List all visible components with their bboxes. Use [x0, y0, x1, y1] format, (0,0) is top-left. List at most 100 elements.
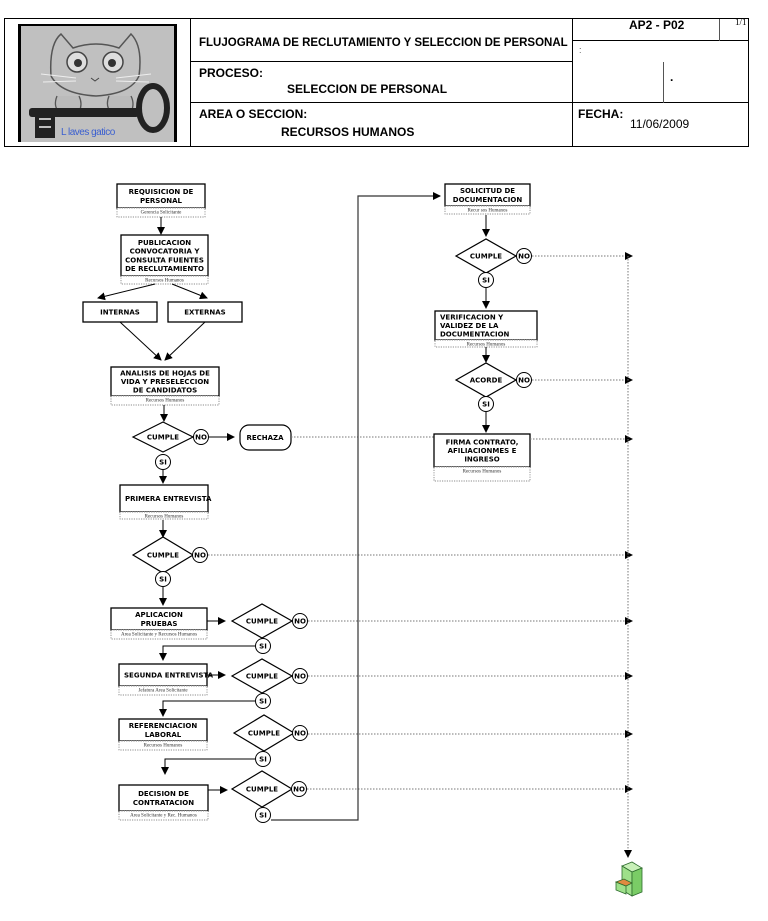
- no-connector-label: NO: [195, 434, 207, 442]
- process-box-label: DE RECLUTAMIENTO: [125, 265, 204, 273]
- yes-connector-label: SI: [259, 756, 267, 764]
- document-code: AP2 - P02: [629, 18, 685, 32]
- connector-circle: [192, 547, 208, 563]
- process-box-label: APLICACION: [135, 611, 183, 619]
- responsible-label: Recursos Humanos: [145, 515, 184, 520]
- yes-connector: SI: [155, 571, 171, 587]
- process-box: [118, 784, 209, 812]
- no-connector-label: NO: [518, 253, 530, 261]
- logo-cell: L laves gatico: [5, 19, 191, 146]
- no-connector-label: NO: [294, 730, 306, 738]
- connector-circle: [193, 429, 209, 445]
- divider: [719, 19, 720, 41]
- responsible-label: Recursos Humanos: [467, 343, 506, 348]
- process-box-label: PUBLICACION: [138, 239, 191, 247]
- cabinet-part: [614, 878, 633, 887]
- flow-arrow: [164, 321, 206, 361]
- responsible-label: Area Solicitante y Recursos Humanos: [121, 633, 197, 638]
- process-box-label: DECISION DE: [138, 790, 189, 798]
- process-step-internas: INTERNAS: [82, 301, 158, 323]
- filing-cabinet-icon: [614, 861, 643, 897]
- yes-connector-label: SI: [259, 698, 267, 706]
- decision-node: CUMPLE: [131, 421, 195, 453]
- yes-connector-label: SI: [159, 459, 167, 467]
- document-title: FLUJOGRAMA DE RECLUTAMIENTO Y SELECCION …: [199, 37, 568, 49]
- process-step-externas: EXTERNAS: [167, 301, 243, 323]
- process-box-label: EXTERNAS: [184, 309, 225, 317]
- process-box-label: DOCUMENTACION: [440, 331, 510, 339]
- process-box-label: DOCUMENTACION: [453, 196, 523, 204]
- process-box-label: DE CANDIDATOS: [133, 387, 197, 395]
- decision-node: ACORDE: [454, 362, 518, 398]
- process-box: [119, 484, 209, 513]
- decision-node: CUMPLE: [454, 238, 518, 274]
- process-box-label: FIRMA CONTRATO,: [446, 438, 519, 446]
- divider: [663, 62, 664, 103]
- area-label: AREA O SECCION:: [199, 107, 308, 121]
- no-connector: NO: [292, 668, 308, 684]
- yes-connector-label: SI: [482, 401, 490, 409]
- connector-circle: [255, 807, 271, 823]
- yes-connector-label: SI: [259, 643, 267, 651]
- document-header: L laves gatico FLUJOGRAMA DE RECLUTAMIEN…: [4, 17, 749, 147]
- process-label: PROCESO:: [199, 66, 264, 80]
- connector-circle: [155, 571, 171, 587]
- responsible-box: [433, 466, 531, 482]
- flow-arrow: [161, 758, 255, 775]
- responsible-label: Area Solicitante y Rec. Humanos: [130, 814, 197, 819]
- process-box-label: CONVOCATORIA Y: [130, 248, 201, 256]
- responsible-label: Gerencia Solicitante: [141, 211, 182, 216]
- no-connector: NO: [291, 781, 307, 797]
- process-box-label: SOLICITUD DE: [460, 187, 515, 195]
- process-box: [434, 310, 538, 341]
- no-connector: NO: [516, 372, 532, 388]
- date-label: FECHA:: [578, 107, 624, 121]
- decision-node: CUMPLE: [230, 603, 294, 639]
- decision-node: CUMPLE: [230, 770, 294, 808]
- no-connector-label: NO: [293, 786, 305, 794]
- connector-circle: [292, 668, 308, 684]
- process-box: [116, 183, 206, 209]
- decision-node: CUMPLE: [131, 536, 195, 574]
- process-box-label: SEGUNDA ENTREVISTA: [124, 672, 214, 680]
- process-box-label: VIDA Y PRESELECCION: [121, 378, 209, 386]
- area-value: RECURSOS HUMANOS: [281, 125, 415, 139]
- title-cell: FLUJOGRAMA DE RECLUTAMIENTO Y SELECCION …: [191, 19, 573, 62]
- connector-circle: [478, 396, 494, 412]
- connector-circle: [292, 613, 308, 629]
- responsible-box: [116, 207, 206, 218]
- yes-connector: SI: [155, 454, 171, 470]
- responsible-box: [118, 685, 208, 696]
- responsible-box: [110, 395, 220, 406]
- process-box-label: REFERENCIACION: [129, 722, 198, 730]
- responsible-label: Recursos Humanos: [145, 279, 184, 284]
- responsible-label: Recursos Humanos: [463, 470, 502, 475]
- cat-key-icon: [29, 32, 170, 138]
- decision-label: CUMPLE: [147, 434, 179, 442]
- process-box-label: INGRESO: [464, 456, 499, 464]
- process-cell: PROCESO: SELECCION DE PERSONAL: [191, 62, 573, 103]
- date-cell: FECHA: 11/06/2009: [573, 103, 748, 146]
- process-box-label: AFILIACIONMES E: [448, 447, 517, 455]
- flow-arrow: [119, 321, 162, 361]
- yes-connector-label: SI: [482, 277, 490, 285]
- process-value: SELECCION DE PERSONAL: [287, 82, 448, 96]
- dot-mark: .: [670, 70, 674, 84]
- process-box: [110, 366, 220, 397]
- process-box-label: ANALISIS DE HOJAS DE: [120, 369, 210, 377]
- responsible-label: Recursos Humanos: [146, 399, 185, 404]
- responsible-box: [434, 339, 538, 348]
- code-cell: AP2 - P02 1/1: [573, 17, 748, 41]
- decision-label: ACORDE: [470, 377, 503, 385]
- no-connector: NO: [192, 547, 208, 563]
- yes-connector: SI: [255, 638, 271, 654]
- responsible-box: [444, 205, 531, 215]
- connector-circle: [255, 751, 271, 767]
- decision-label: CUMPLE: [246, 618, 278, 626]
